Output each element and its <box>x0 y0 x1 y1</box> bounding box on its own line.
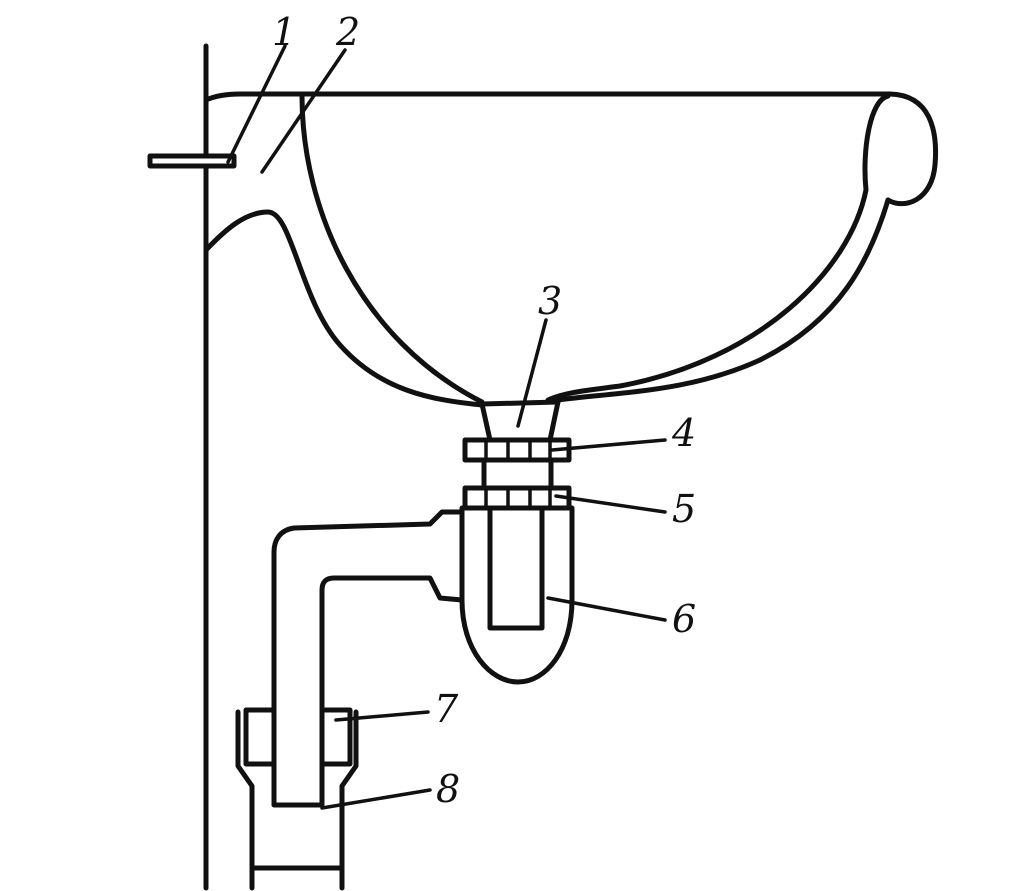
siphon-bottle <box>459 505 575 685</box>
label-7: 7 <box>434 687 459 731</box>
label-1: 1 <box>272 10 296 54</box>
lower-nut <box>462 485 572 511</box>
seal-ring <box>243 707 353 767</box>
label-3: 3 <box>538 279 562 323</box>
label-2: 2 <box>335 10 360 54</box>
drain-outlet <box>479 399 561 443</box>
label-4: 4 <box>671 411 696 455</box>
label-5: 5 <box>672 487 696 531</box>
mounting-bracket <box>147 153 237 169</box>
label-6: 6 <box>672 597 696 641</box>
outlet-pipe <box>271 509 465 808</box>
label-8: 8 <box>436 767 460 811</box>
sewer-pipe <box>235 709 359 891</box>
leader-lines <box>226 44 667 810</box>
connector-pipe <box>481 457 554 491</box>
sink-bowl <box>203 91 939 408</box>
